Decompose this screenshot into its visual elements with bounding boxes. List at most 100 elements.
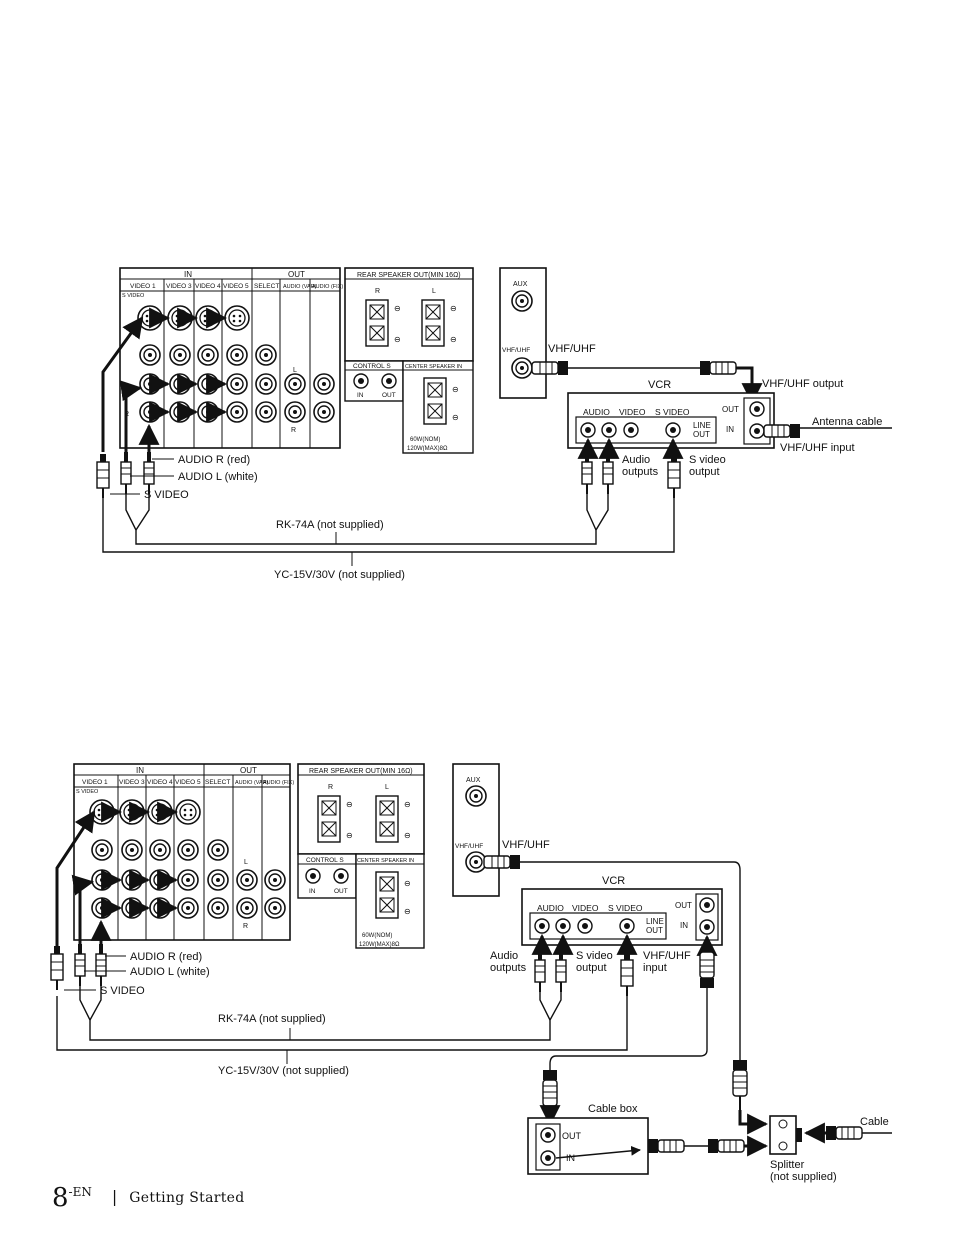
- audio-l-jack: [226, 373, 248, 395]
- video-jack: [226, 344, 248, 366]
- audio-var-label: AUDIO (VAR): [235, 780, 269, 786]
- audio-r-jack: [264, 897, 286, 919]
- speaker-panel: REAR SPEAKER OUT(MIN 16Ω) R L ⊖ ⊖ ⊖ ⊖ CO…: [344, 267, 474, 454]
- rca-plug: [581, 451, 593, 495]
- audio-l-jack: [255, 373, 277, 395]
- vcr-audio-jack: [555, 918, 571, 934]
- out-l-label: L: [244, 859, 248, 866]
- audio-l-jack: [91, 869, 113, 891]
- audio-r-jack: [121, 897, 143, 919]
- tv-vhf-uhf-label: VHF/UHF: [455, 843, 483, 850]
- svg-text:⊖: ⊖: [394, 304, 401, 313]
- vcr-audio-label: AUDIO: [583, 407, 610, 417]
- audio-r-jack: [149, 897, 171, 919]
- audio-r-jack: [139, 401, 161, 423]
- audio-r-jack: [91, 897, 113, 919]
- audio-l-jack: [197, 373, 219, 395]
- video1-label: VIDEO 1: [82, 779, 108, 786]
- cable-box-in-label: IN: [566, 1153, 575, 1163]
- cable-box-out-label: OUT: [562, 1131, 582, 1141]
- control-s-out-label: OUT: [334, 888, 348, 895]
- cable-coax-plug: [825, 1125, 863, 1141]
- rear-l-label: L: [385, 784, 389, 791]
- antenna-coax-plug: [763, 423, 801, 439]
- cable-box-in-jack: [540, 1150, 556, 1166]
- video3-label: VIDEO 3: [119, 779, 145, 786]
- s-video-plug: [96, 453, 110, 499]
- audio-r-jack: [207, 897, 229, 919]
- audio-l-label: AUDIO L (white): [130, 966, 210, 978]
- coax-plug: [699, 951, 715, 989]
- audio-l-jack: [313, 373, 335, 395]
- s-video-jack: [195, 305, 221, 331]
- vcr-s-video-jack: [619, 918, 635, 934]
- control-s-in-label: IN: [357, 392, 364, 399]
- vcr-vhf-out-jack: [749, 401, 765, 417]
- splitter-label-1: Splitter: [770, 1159, 805, 1171]
- yc15v-label: YC-15V/30V (not supplied): [274, 569, 405, 581]
- cable-box-out-jack: [540, 1127, 556, 1143]
- out-l-label: L: [293, 367, 297, 374]
- audio-fix-label: AUDIO (FIX): [263, 780, 294, 786]
- s-video-row-label: S VIDEO: [122, 293, 145, 299]
- video-jack: [207, 839, 229, 861]
- audio-r-jack: [177, 897, 199, 919]
- audio-outputs-label-1: Audio: [622, 454, 650, 466]
- vcr-title: VCR: [602, 875, 625, 887]
- audio-l-jack: [169, 373, 191, 395]
- rca-plug: [143, 451, 155, 495]
- vcr-s-video-label: S VIDEO: [655, 407, 690, 417]
- video-jack: [91, 839, 113, 861]
- diagram-2: IN OUT VIDEO 1 VIDEO 3 VIDEO 4 VIDEO 5 S…: [50, 763, 892, 1183]
- speaker-terminal: [375, 795, 399, 843]
- audio-l-jack: [139, 373, 161, 395]
- video1-label: VIDEO 1: [130, 283, 156, 290]
- center-speaker-label: CENTER SPEAKER IN: [357, 858, 414, 864]
- audio-l-jack: [284, 373, 306, 395]
- control-s-in-jack: [353, 373, 369, 389]
- rear-speaker-label: REAR SPEAKER OUT(MIN 16Ω): [357, 272, 461, 279]
- video5-label: VIDEO 5: [223, 283, 249, 290]
- s-video-jack: [167, 305, 193, 331]
- receiver-input-panel: IN OUT VIDEO 1 VIDEO 3 VIDEO 4 VIDEO 5 S…: [73, 763, 294, 941]
- vcr-audio-jack: [601, 422, 617, 438]
- s-video-label: S VIDEO: [100, 985, 145, 997]
- vcr-rear-panel: AUDIO VIDEO S VIDEO LINE OUT OUT IN: [521, 888, 723, 946]
- tv-vhf-uhf-label: VHF/UHF: [502, 347, 530, 354]
- rca-plug: [555, 949, 567, 993]
- audio-r-jack: [255, 401, 277, 423]
- page-footer: 8-EN|Getting Started: [52, 1183, 245, 1213]
- video-jack: [197, 344, 219, 366]
- s-video-plug: [667, 453, 681, 499]
- video-jack: [255, 344, 277, 366]
- s-video-plug: [620, 951, 634, 997]
- control-s-label: CONTROL S: [353, 363, 391, 370]
- rating-max: 120W(MAX)8Ω: [407, 446, 448, 452]
- video-jack: [177, 839, 199, 861]
- vcr-out-label: OUT: [675, 901, 692, 910]
- audio-r-jack: [284, 401, 306, 423]
- control-s-in-label: IN: [309, 888, 316, 895]
- vcr-s-video-jack: [665, 422, 681, 438]
- vcr-out-label: OUT: [722, 405, 739, 414]
- svg-text:⊖: ⊖: [404, 800, 411, 809]
- audio-r-jack: [169, 401, 191, 423]
- out-r-label: R: [291, 427, 296, 434]
- audio-fix-label: AUDIO (FIX): [312, 284, 343, 290]
- speaker-terminal: [423, 377, 447, 425]
- rear-r-label: R: [375, 288, 380, 295]
- vcr-audio-jack: [534, 918, 550, 934]
- control-s-out-jack: [381, 373, 397, 389]
- vhf-uhf-input-label: VHF/UHF input: [780, 442, 855, 454]
- audio-r-label: AUDIO R (red): [178, 454, 250, 466]
- vhf-uhf-label: VHF/UHF: [548, 343, 596, 355]
- s-video-output-label-1: S video: [689, 454, 726, 466]
- antenna-cable-label: Antenna cable: [812, 416, 882, 428]
- svg-text:⊖: ⊖: [452, 385, 459, 394]
- vcr-vhf-out-jack: [699, 897, 715, 913]
- speaker-panel: REAR SPEAKER OUT(MIN 16Ω) R L ⊖ ⊖ ⊖ ⊖ CO…: [297, 763, 425, 949]
- aux-jack: [511, 290, 533, 312]
- rating-nom: 60W(NOM): [362, 933, 392, 939]
- aux-label: AUX: [513, 281, 528, 288]
- cable-box-label: Cable box: [588, 1103, 638, 1115]
